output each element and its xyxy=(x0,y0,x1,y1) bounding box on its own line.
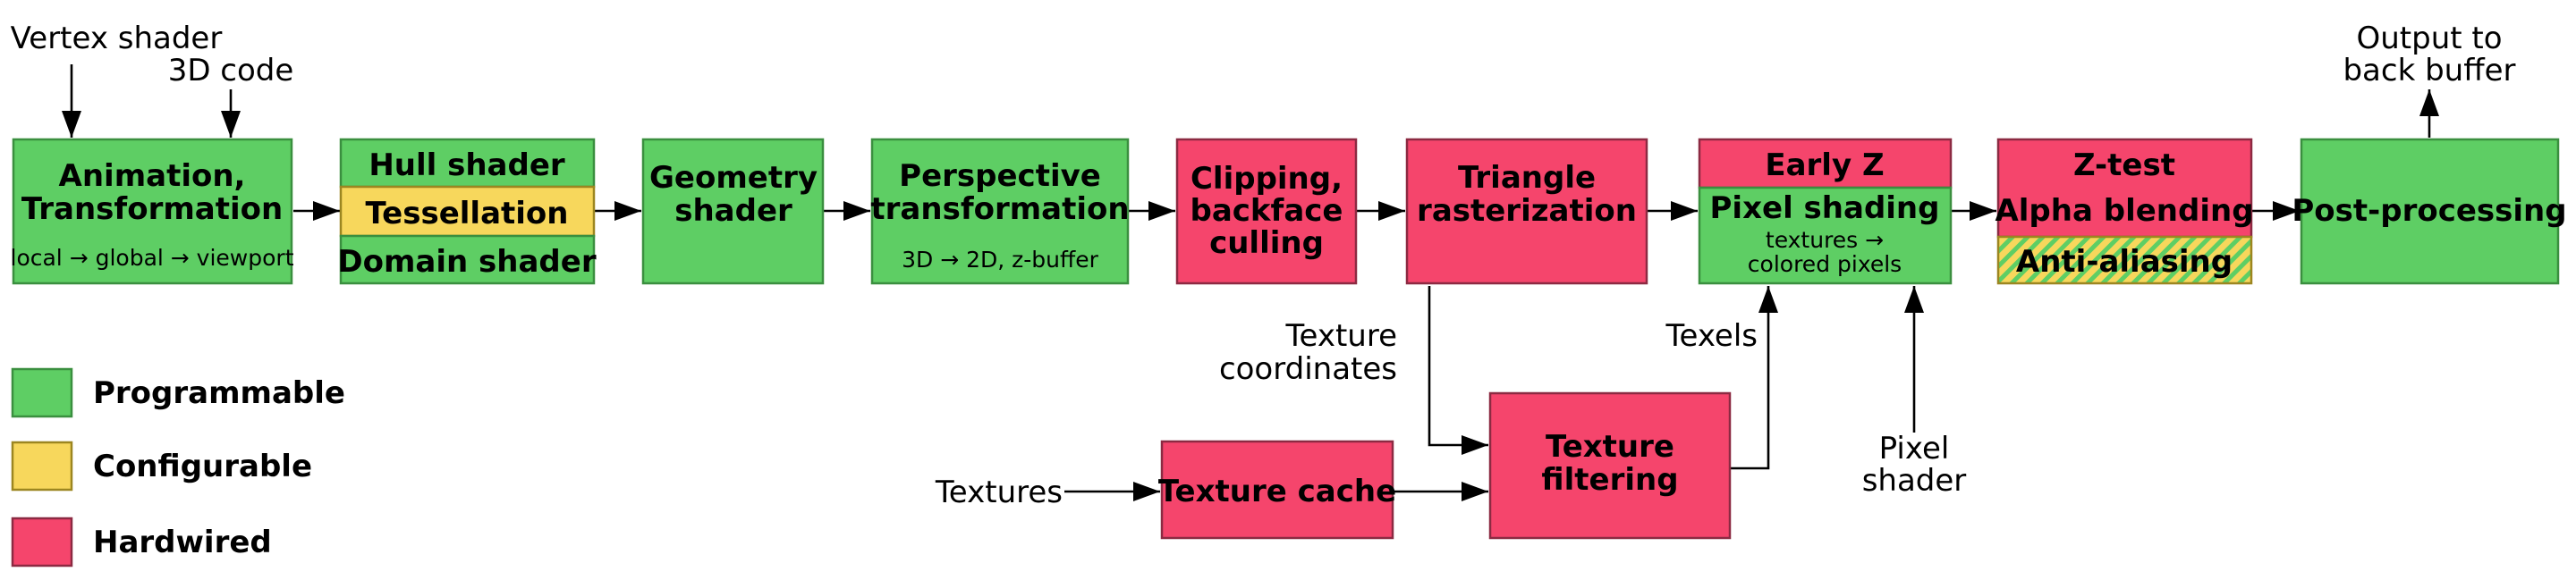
stage-texture-cache: Texture cache xyxy=(1158,440,1396,540)
legend-swatch-programmable xyxy=(11,367,73,418)
perspective-line2: transformation xyxy=(870,191,1129,227)
clipping-line3: culling xyxy=(1209,225,1324,261)
pixel-shader-line1: Pixel xyxy=(1879,431,1950,467)
legend-programmable: Programmable xyxy=(93,375,345,411)
pixel-shading-label: Pixel shading xyxy=(1710,190,1940,226)
legend-configurable: Configurable xyxy=(93,449,312,484)
texture-coordinates-line1: Texture xyxy=(1285,318,1397,354)
output-annotation-line1: Output to xyxy=(2356,21,2502,56)
early-z-box xyxy=(1698,138,1953,189)
alpha-blending-label: Alpha blending xyxy=(1995,193,2253,229)
stage-animation-transformation: Animation, Transformation local → global… xyxy=(11,138,294,285)
pixel-shading-box xyxy=(1698,186,1953,285)
domain-shader-label: Domain shader xyxy=(337,244,596,280)
pixel-shading-sub2: colored pixels xyxy=(1748,251,1902,277)
annotations: Vertex shader 3D code Output to back buf… xyxy=(11,21,2516,510)
texture-filtering-line2: filtering xyxy=(1541,462,1678,498)
arrow-filtering-to-pixel xyxy=(1731,286,1778,470)
texture-coordinates-line2: coordinates xyxy=(1219,351,1397,387)
early-z-label: Early Z xyxy=(1765,147,1884,183)
stage-perspective-transformation: Perspective transformation 3D → 2D, z-bu… xyxy=(870,138,1130,285)
clipping-line1: Clipping, xyxy=(1191,161,1343,197)
arrow-rasterization-to-filtering xyxy=(1428,286,1488,455)
perspective-subtitle: 3D → 2D, z-buffer xyxy=(902,247,1099,273)
anim-subtitle: local → global → viewport xyxy=(11,245,294,271)
3d-code-annotation: 3D code xyxy=(168,53,294,88)
textures-annotation: Textures xyxy=(935,475,1063,510)
rasterization-line2: rasterization xyxy=(1417,193,1637,229)
texture-cache-label: Texture cache xyxy=(1158,474,1396,509)
legend-swatch-hardwired xyxy=(11,517,73,567)
anti-aliasing-box xyxy=(1996,235,2253,285)
anim-title-line1: Animation, xyxy=(59,158,246,194)
stage-hull-tess-domain: Hull shader Tessellation Domain shader xyxy=(337,138,597,285)
vertex-shader-annotation: Vertex shader xyxy=(11,21,223,56)
rasterization-line1: Triangle xyxy=(1458,160,1596,196)
post-processing-label: Post-processing xyxy=(2292,193,2566,229)
legend-hardwired: Hardwired xyxy=(93,525,272,560)
anim-title-line2: Transformation xyxy=(21,191,283,227)
legend-swatch-configurable xyxy=(11,441,73,492)
output-annotation-line2: back buffer xyxy=(2343,53,2515,88)
geometry-line1: Geometry xyxy=(649,160,818,196)
stage-texture-filtering: Texture filtering xyxy=(1488,391,1732,540)
stage-clipping: Clipping, backface culling xyxy=(1175,138,1358,285)
ztest-box xyxy=(1996,138,2253,239)
legend: Programmable Configurable Hardwired xyxy=(11,367,345,567)
stage-ztest-blending: Z-test Alpha blending Anti-aliasing xyxy=(1995,138,2254,285)
domain-shader-box xyxy=(339,234,596,285)
connectors xyxy=(62,64,2439,501)
stage-triangle-rasterization: Triangle rasterization xyxy=(1405,138,1648,285)
geometry-line2: shader xyxy=(674,193,792,229)
stage-geometry-shader: Geometry shader xyxy=(641,138,825,285)
stage-pixel-shading: Early Z Pixel shading textures → colored… xyxy=(1698,138,1953,285)
perspective-line1: Perspective xyxy=(899,158,1101,194)
clipping-line2: backface xyxy=(1191,193,1343,229)
anti-aliasing-label: Anti-aliasing xyxy=(2016,244,2233,280)
stage-post-processing: Post-processing xyxy=(2292,138,2567,285)
tessellation-label: Tessellation xyxy=(366,196,569,231)
texels-annotation: Texels xyxy=(1665,318,1758,354)
pixel-shader-line2: shader xyxy=(1862,463,1967,499)
hull-shader-label: Hull shader xyxy=(369,147,565,183)
texture-filtering-line1: Texture xyxy=(1546,429,1674,465)
pixel-shading-sub1: textures → xyxy=(1766,227,1884,253)
ztest-label: Z-test xyxy=(2073,147,2175,183)
